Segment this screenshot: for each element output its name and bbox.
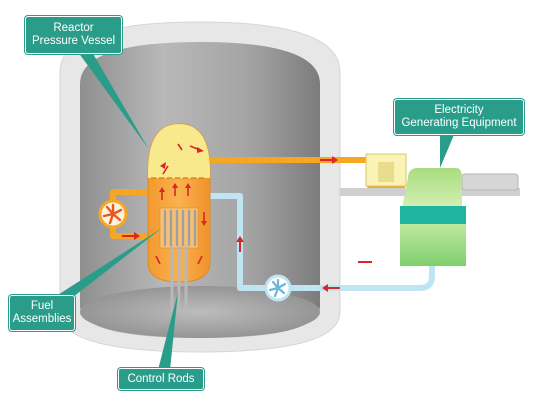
pointer-fuel bbox=[50, 228, 162, 304]
reactor-vessel-label-line2: Pressure Vessel bbox=[31, 35, 116, 47]
flow-arrows bbox=[122, 143, 372, 292]
condenser bbox=[400, 224, 466, 266]
control-rods bbox=[170, 246, 188, 312]
electricity-label-line2: Generating Equipment bbox=[401, 117, 517, 129]
electricity-label-line1: Electricity bbox=[434, 104, 484, 116]
fuel-assemblies bbox=[159, 207, 199, 249]
control-rods-callout: Control Rods bbox=[118, 368, 204, 390]
turbine-generator bbox=[402, 168, 462, 208]
fuel-callout: Fuel Assemblies bbox=[9, 295, 75, 331]
pointer-reactor-vessel bbox=[78, 52, 148, 148]
pointer-control-rods bbox=[158, 292, 178, 370]
containment-building bbox=[59, 21, 341, 353]
callout-pointers bbox=[50, 52, 456, 370]
control-rods-label: Control Rods bbox=[127, 372, 195, 385]
feedwater-pump bbox=[264, 274, 292, 302]
pointer-electricity bbox=[440, 130, 456, 168]
reactor-vessel-callout: Reactor Pressure Vessel bbox=[25, 16, 122, 54]
fuel-label-line2: Assemblies bbox=[12, 313, 72, 325]
fuel-label-line1: Fuel bbox=[30, 300, 54, 312]
containment-floor bbox=[80, 286, 320, 338]
electricity-callout: Electricity Generating Equipment bbox=[394, 99, 524, 135]
recirculation-pump bbox=[98, 199, 128, 229]
reactor-vessel-label-line1: Reactor bbox=[53, 22, 94, 34]
generating-equipment bbox=[340, 153, 520, 266]
